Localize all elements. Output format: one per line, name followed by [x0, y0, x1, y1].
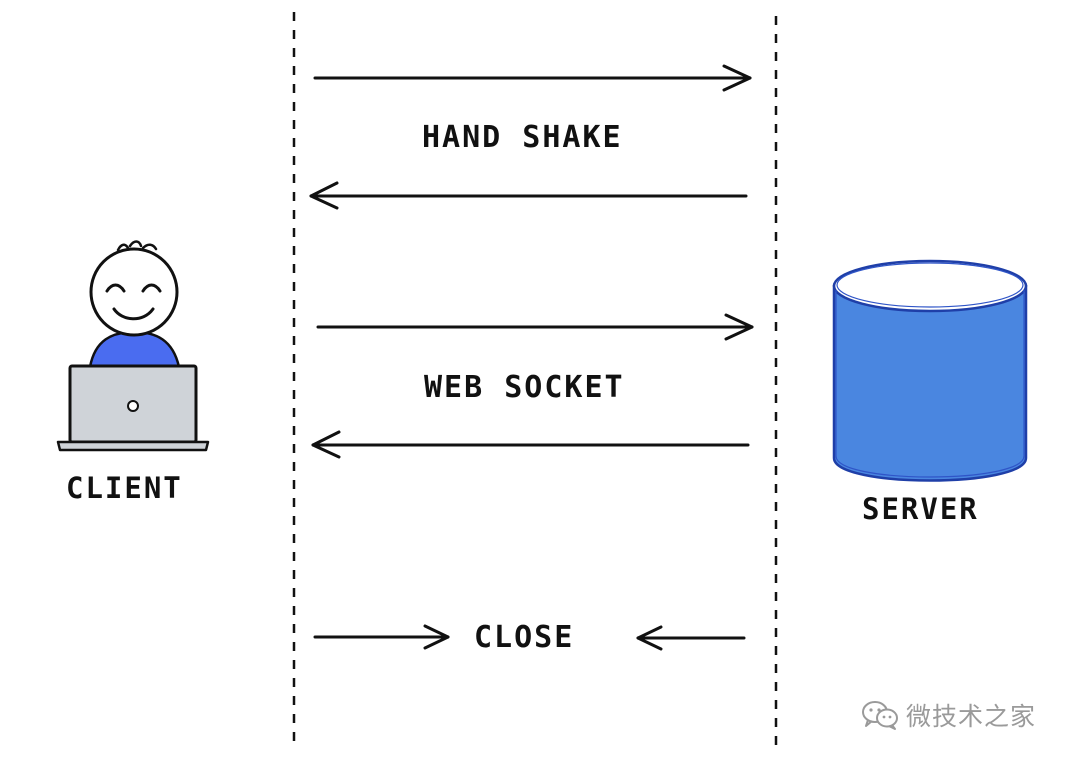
- watermark-text: 微技术之家: [906, 702, 1037, 731]
- client-smile: [112, 307, 155, 321]
- handshake-request-arrow: [313, 64, 752, 92]
- handshake-response-arrow: [309, 181, 748, 210]
- watermark: 微技术之家: [860, 697, 1036, 733]
- client-head: [89, 247, 179, 337]
- handshake-label: HAND SHAKE: [422, 120, 623, 155]
- client-shirt: [88, 330, 181, 369]
- server-cylinder-body: [832, 284, 1028, 482]
- client-right-eye: [141, 283, 162, 293]
- client-label: CLIENT: [66, 471, 183, 505]
- client-left-eye: [105, 283, 126, 293]
- client-laptop-logo: [127, 400, 139, 412]
- server-cylinder-top: [832, 259, 1028, 313]
- websocket-send-arrow: [316, 313, 754, 341]
- close-label: CLOSE: [474, 620, 575, 655]
- close-client-arrow: [313, 624, 450, 650]
- close-server-arrow: [636, 625, 746, 651]
- client-figure: [56, 240, 210, 452]
- server-database-icon: [832, 259, 1028, 482]
- client-laptop-base: [56, 440, 210, 452]
- wechat-icon: [862, 701, 898, 730]
- websocket-receive-arrow: [311, 430, 750, 459]
- websocket-label: WEB SOCKET: [424, 370, 625, 405]
- server-label: SERVER: [862, 492, 979, 526]
